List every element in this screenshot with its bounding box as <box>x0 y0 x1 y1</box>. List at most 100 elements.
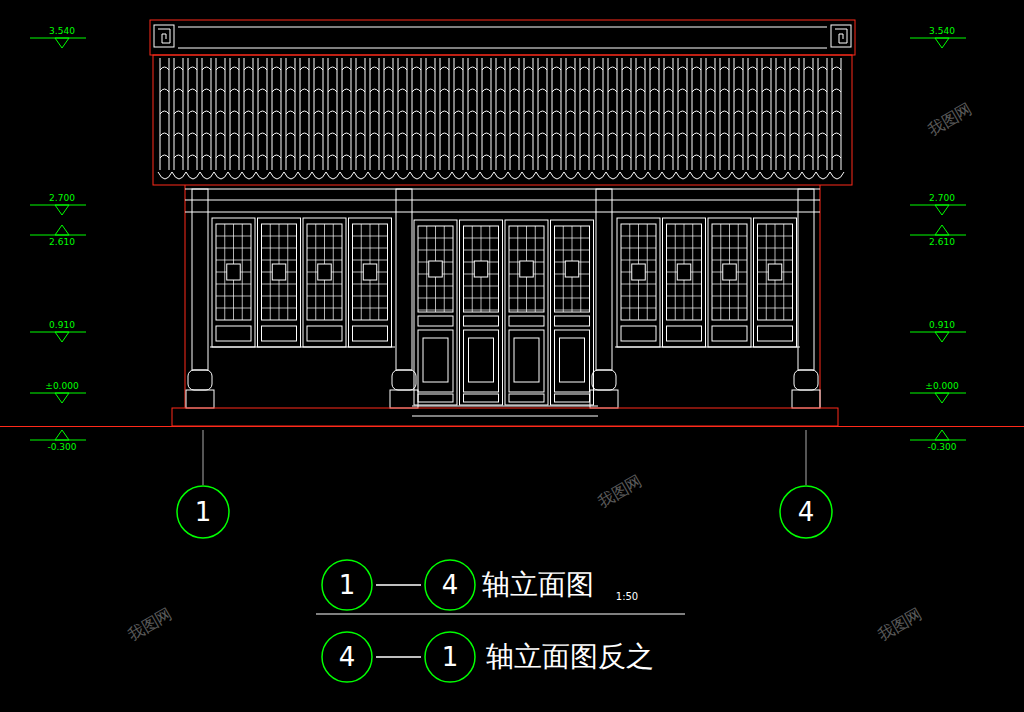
roof-tile <box>538 155 547 158</box>
elevation-value: 2.700 <box>929 194 955 203</box>
elevation-triangle <box>55 38 69 48</box>
roof-tile <box>566 67 575 70</box>
axis-circle: 1 <box>424 631 476 683</box>
watermark: 我图网 <box>595 473 645 511</box>
roof-tile <box>720 133 729 136</box>
lattice-bar <box>353 260 388 261</box>
lattice-bar <box>418 286 453 287</box>
roof-tile <box>818 133 827 136</box>
roof-tile <box>622 111 631 114</box>
roof-tile <box>370 67 379 70</box>
roof-eave-tile <box>662 172 676 179</box>
roof-tile <box>398 89 407 92</box>
roof-tile <box>748 67 757 70</box>
roof-tile <box>412 67 421 70</box>
roof-tile <box>720 89 729 92</box>
roof-tile <box>748 155 757 158</box>
lattice-bar <box>307 308 342 309</box>
roof-tile <box>692 155 701 158</box>
roof-tile <box>496 89 505 92</box>
lattice-frame <box>509 226 544 312</box>
elevation-triangle <box>935 38 949 48</box>
column-drum <box>592 370 616 390</box>
lattice-bar <box>262 248 297 249</box>
roof-eave-tile <box>410 172 424 179</box>
roof-tile <box>552 155 561 158</box>
axis-number: 4 <box>779 485 833 539</box>
roof-tile <box>412 155 421 158</box>
roof-eave-tile <box>788 172 802 179</box>
roof-tile <box>482 155 491 158</box>
roof-tile <box>258 111 267 114</box>
roof-tile <box>776 155 785 158</box>
roof-eave-tile <box>830 172 844 179</box>
door-rail <box>418 316 453 326</box>
roof-eave-tile <box>424 172 438 179</box>
roof-tile <box>356 133 365 136</box>
lattice-bar <box>262 236 297 237</box>
lattice-bar <box>555 310 590 311</box>
roof-eave-tile <box>158 172 172 179</box>
lattice-bar <box>621 308 656 309</box>
roof-tile <box>580 155 589 158</box>
roof-tile <box>202 133 211 136</box>
axis-number: 4 <box>424 559 476 611</box>
roof-tile <box>174 111 183 114</box>
roof-tile <box>440 155 449 158</box>
roof-tile <box>258 89 267 92</box>
lattice-bar <box>535 226 536 312</box>
lattice-center <box>227 264 241 280</box>
roof-tile <box>594 111 603 114</box>
window-base-panel <box>216 326 251 341</box>
roof-tile <box>818 67 827 70</box>
roof-eave-tile <box>508 172 522 179</box>
platform <box>172 408 838 426</box>
roof-tile <box>524 89 533 92</box>
roof-tile <box>734 155 743 158</box>
roof-tile <box>258 67 267 70</box>
lattice-bar <box>758 236 793 237</box>
elevation-triangle <box>55 393 69 403</box>
lattice-center <box>632 264 646 280</box>
roof-tile <box>678 111 687 114</box>
lattice-center <box>318 264 332 280</box>
roof-tile <box>286 155 295 158</box>
roof-tile <box>552 111 561 114</box>
window-panel <box>663 218 706 347</box>
column-drum <box>188 370 212 390</box>
elevation-value: 0.910 <box>49 321 75 330</box>
roof-tile <box>762 89 771 92</box>
roof-eave-tile <box>452 172 466 179</box>
roof-tile <box>160 155 169 158</box>
roof-tile <box>776 67 785 70</box>
roof-tile <box>776 111 785 114</box>
roof-tile <box>762 155 771 158</box>
roof-tile <box>734 111 743 114</box>
ridge-key-pattern <box>154 25 174 47</box>
roof-tile <box>818 111 827 114</box>
roof-tile <box>160 89 169 92</box>
lattice-bar <box>426 226 427 312</box>
roof-tile <box>384 111 393 114</box>
roof-tile <box>636 67 645 70</box>
roof-tile <box>356 155 365 158</box>
lattice-frame <box>621 224 656 320</box>
roof-eave-tile <box>536 172 550 179</box>
lattice-bar <box>509 238 544 239</box>
roof-tile <box>706 67 715 70</box>
axis-circle: 4 <box>779 485 833 539</box>
roof-eave-tile <box>312 172 326 179</box>
door-leaf <box>414 220 457 405</box>
roof-eave-tile <box>284 172 298 179</box>
roof-tile <box>790 111 799 114</box>
door-panel-inner <box>423 338 448 382</box>
column <box>396 189 412 370</box>
roof-tile <box>636 155 645 158</box>
roof-tile <box>566 89 575 92</box>
roof-tile <box>272 111 281 114</box>
lattice-frame <box>555 226 590 312</box>
roof-tile <box>566 111 575 114</box>
roof-tile <box>356 67 365 70</box>
roof-tile <box>538 111 547 114</box>
roof-tile <box>440 89 449 92</box>
